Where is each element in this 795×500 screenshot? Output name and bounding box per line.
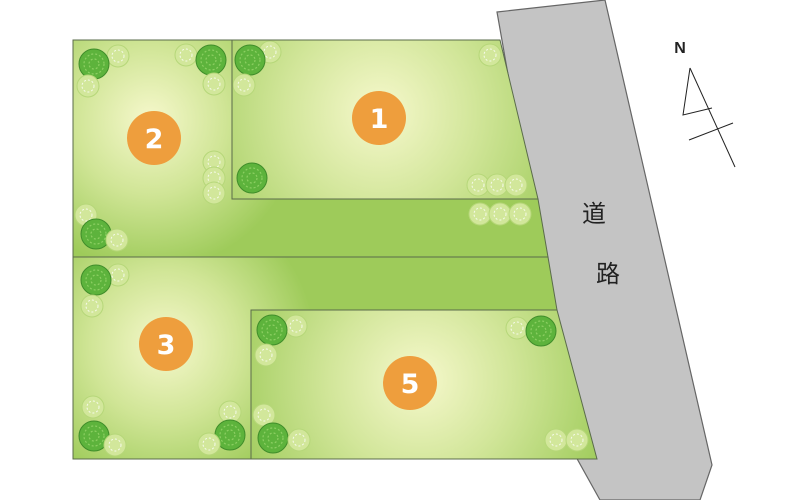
lot-number-label: 5 <box>401 369 420 400</box>
tree-icon <box>565 428 589 452</box>
tree-icon <box>257 422 289 454</box>
tree-icon <box>236 162 268 194</box>
tree-icon <box>544 428 568 452</box>
tree-icon <box>81 395 105 419</box>
tree-icon <box>505 316 529 340</box>
tree-icon <box>234 44 266 76</box>
tree-icon <box>468 202 492 226</box>
tree-icon <box>525 315 557 347</box>
tree-icon <box>232 73 256 97</box>
road-label-char-1: 道 <box>582 200 606 228</box>
tree-icon <box>478 43 502 67</box>
tree-icon <box>508 202 532 226</box>
tree-icon <box>488 202 512 226</box>
tree-icon <box>284 314 308 338</box>
tree-icon <box>174 43 198 67</box>
tree-icon <box>80 294 104 318</box>
tree-icon <box>504 173 528 197</box>
tree-icon <box>202 72 226 96</box>
lot-badge-3[interactable]: 3 <box>139 317 193 371</box>
north-label: N <box>674 40 686 57</box>
north-arrow-icon: N <box>674 40 736 168</box>
tree-icon <box>106 44 130 68</box>
tree-icon <box>80 264 112 296</box>
lot-number-label: 3 <box>157 330 176 361</box>
road-label-char-2: 路 <box>596 260 620 288</box>
tree-icon <box>103 433 127 457</box>
tree-icon <box>76 74 100 98</box>
lot-badge-1[interactable]: 1 <box>352 91 406 145</box>
tree-icon <box>202 181 226 205</box>
tree-icon <box>105 228 129 252</box>
tree-icon <box>195 44 227 76</box>
tree-icon <box>256 314 288 346</box>
tree-icon <box>78 48 110 80</box>
lot-badge-5[interactable]: 5 <box>383 356 437 410</box>
tree-icon <box>197 432 221 456</box>
lot-number-label: 1 <box>370 104 389 135</box>
lot-number-label: 2 <box>145 124 164 155</box>
tree-icon <box>254 343 278 367</box>
lot-badge-2[interactable]: 2 <box>127 111 181 165</box>
tree-icon <box>287 428 311 452</box>
